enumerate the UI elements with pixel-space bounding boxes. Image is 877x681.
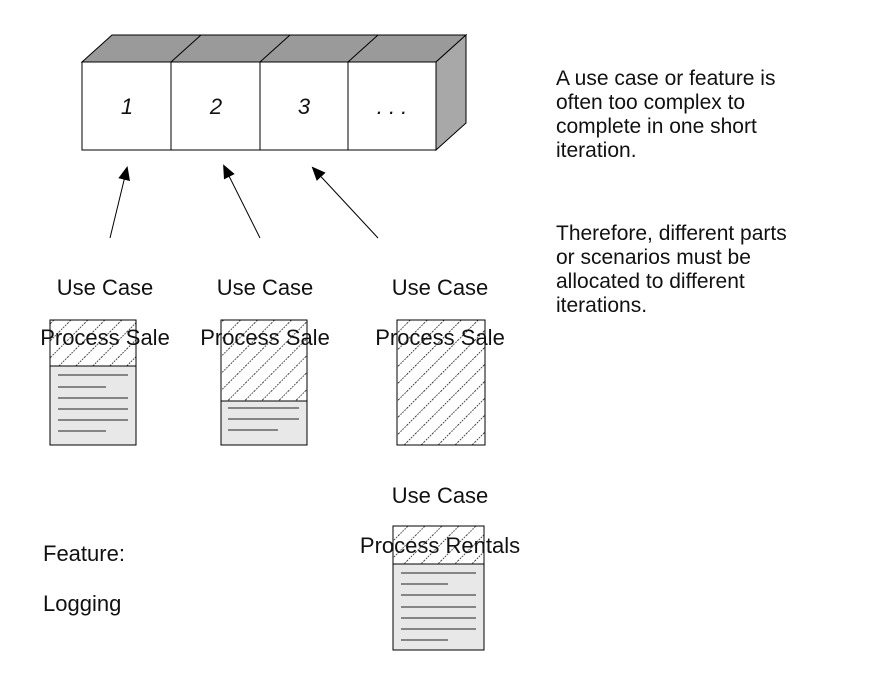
note-paragraph-2: Therefore, different parts or scenarios …: [556, 222, 787, 317]
feature-label: Feature: Logging: [43, 541, 125, 616]
use-case-document-2: [220, 319, 308, 446]
iteration-timeline: [80, 33, 468, 152]
note-paragraph-1: A use case or feature is often too compl…: [556, 67, 776, 162]
arrow-to-iteration-2: [223, 164, 261, 239]
arrow-to-iteration-1: [109, 166, 130, 239]
use-case-document-1: [49, 319, 137, 446]
iteration-label-1: 1: [120, 94, 134, 119]
use-case-label-4: Use Case Process Rentals: [359, 483, 521, 558]
use-case-document-3: [396, 319, 486, 446]
use-case-label-1: Use Case Process Sale: [40, 275, 170, 350]
arrow-to-iteration-3: [311, 166, 379, 239]
timeline-top-face: [80, 34, 468, 63]
iteration-label-3: 3: [297, 94, 311, 119]
use-case-document-4: [392, 525, 485, 651]
iteration-label-2: 2: [209, 94, 223, 119]
use-case-label-2: Use Case Process Sale: [200, 275, 330, 350]
iteration-label-more: . . .: [376, 94, 408, 119]
use-case-label-3: Use Case Process Sale: [375, 275, 505, 350]
timeline-front-face: [81, 61, 437, 151]
